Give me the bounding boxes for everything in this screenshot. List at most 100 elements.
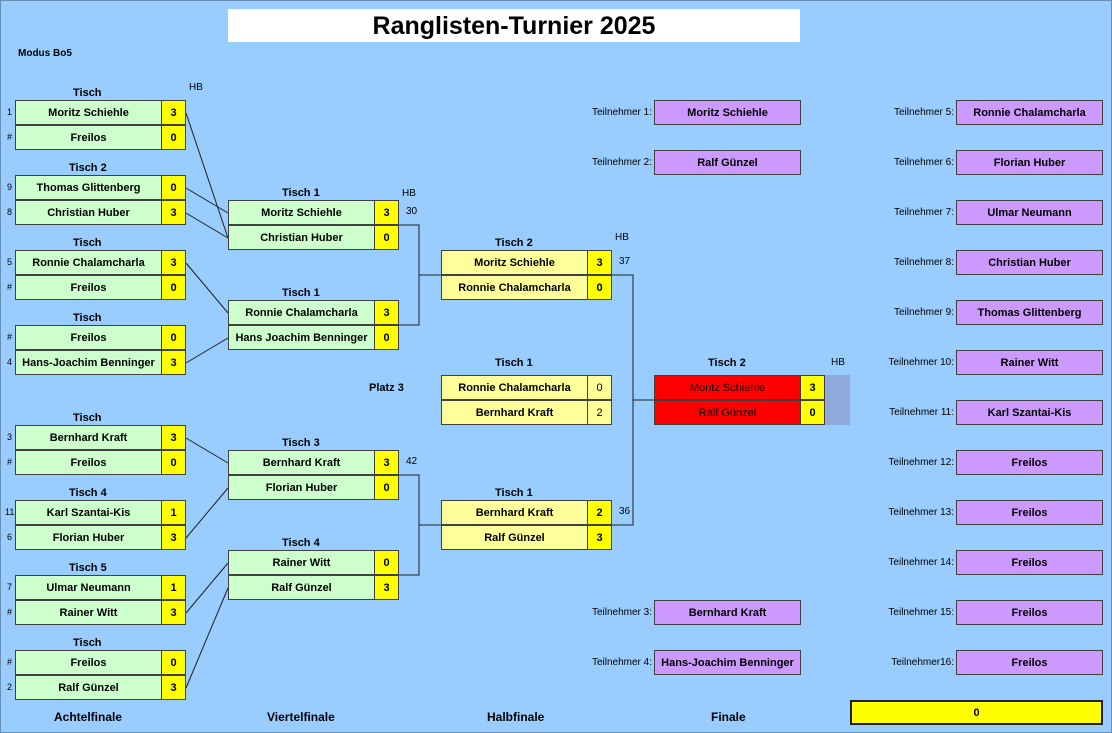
r16-player-cell[interactable]: Freilos [15,275,162,300]
qf-score-cell[interactable]: 3 [374,200,399,225]
sf-player-cell[interactable]: Moritz Schiehle [441,250,588,275]
sf-player-cell[interactable]: Ralf Günzel [441,525,588,550]
r16-player-cell[interactable]: Ulmar Neumann [15,575,162,600]
qf-player-cell[interactable]: Florian Huber [228,475,375,500]
participant-label: Teilnehmer 15: [888,607,954,618]
r16-player-cell[interactable]: Freilos [15,650,162,675]
final-score-cell[interactable]: 3 [800,375,825,400]
participant-cell[interactable]: Freilos [956,500,1103,525]
qf-score-cell[interactable]: 3 [374,450,399,475]
r16-score-cell[interactable]: 3 [161,100,186,125]
final-player-cell[interactable]: Ralf Günzel [654,400,801,425]
r16-score-cell[interactable]: 3 [161,525,186,550]
page-title[interactable]: Ranglisten-Turnier 2025 [228,9,800,42]
participant-cell[interactable]: Freilos [956,600,1103,625]
r16-player-cell[interactable]: Hans-Joachim Benninger [15,350,162,375]
participant-label: Teilnehmer 12: [888,457,954,468]
seed-label: # [6,457,12,467]
table-label: Tisch 4 [69,487,107,499]
r16-player-cell[interactable]: Ronnie Chalamcharla [15,250,162,275]
seed-label: 4 [6,357,12,367]
r16-player-cell[interactable]: Thomas Glittenberg [15,175,162,200]
participant-label: Teilnehmer16: [891,657,954,668]
seed-label: 11 [5,507,15,517]
r16-score-cell[interactable]: 0 [161,275,186,300]
sf-player-cell[interactable]: Bernhard Kraft [441,500,588,525]
connector-line [185,587,229,689]
participant-cell[interactable]: Florian Huber [956,150,1103,175]
participant-label: Teilnehmer 5: [893,107,954,118]
participant-cell[interactable]: Thomas Glittenberg [956,300,1103,325]
r16-player-cell[interactable]: Bernhard Kraft [15,425,162,450]
r16-player-cell[interactable]: Ralf Günzel [15,675,162,700]
r16-score-cell[interactable]: 0 [161,450,186,475]
platz3-player-cell[interactable]: Bernhard Kraft [441,400,588,425]
r16-score-cell[interactable]: 3 [161,425,186,450]
r16-score-cell[interactable]: 3 [161,600,186,625]
platz3-player-cell[interactable]: Ronnie Chalamcharla [441,375,588,400]
sf-score-cell[interactable]: 3 [587,525,612,550]
participant-label: Teilnehmer 11: [889,407,954,418]
r16-score-cell[interactable]: 3 [161,350,186,375]
r16-player-cell[interactable]: Rainer Witt [15,600,162,625]
hb-marker: HB [189,82,203,93]
participant-cell[interactable]: Christian Huber [956,250,1103,275]
qf-score-cell[interactable]: 0 [374,325,399,350]
participant-cell[interactable]: Rainer Witt [956,350,1103,375]
participant-cell[interactable]: Ulmar Neumann [956,200,1103,225]
seed-label: 2 [6,682,12,692]
final-score-cell[interactable]: 0 [800,400,825,425]
r16-score-cell[interactable]: 1 [161,575,186,600]
table-label: Tisch 1 [495,487,533,499]
qf-player-cell[interactable]: Ronnie Chalamcharla [228,300,375,325]
participant-cell[interactable]: Freilos [956,550,1103,575]
r16-player-cell[interactable]: Moritz Schiehle [15,100,162,125]
participant-cell[interactable]: Karl Szantai-Kis [956,400,1103,425]
participant-cell[interactable]: Bernhard Kraft [654,600,801,625]
r16-player-cell[interactable]: Freilos [15,450,162,475]
r16-score-cell[interactable]: 0 [161,325,186,350]
qf-score-cell[interactable]: 0 [374,475,399,500]
qf-player-cell[interactable]: Christian Huber [228,225,375,250]
connector-line [185,187,229,214]
participant-cell[interactable]: Ronnie Chalamcharla [956,100,1103,125]
qf-player-cell[interactable]: Ralf Günzel [228,575,375,600]
qf-player-cell[interactable]: Bernhard Kraft [228,450,375,475]
r16-player-cell[interactable]: Karl Szantai-Kis [15,500,162,525]
sf-score-cell[interactable]: 3 [587,250,612,275]
r16-score-cell[interactable]: 3 [161,200,186,225]
participant-cell[interactable]: Ralf Günzel [654,150,801,175]
r16-score-cell[interactable]: 0 [161,175,186,200]
platz3-score-cell[interactable]: 2 [587,400,612,425]
qf-player-cell[interactable]: Rainer Witt [228,550,375,575]
sf-score-cell[interactable]: 2 [587,500,612,525]
r16-score-cell[interactable]: 0 [161,650,186,675]
hb-marker: HB [615,232,629,243]
r16-score-cell[interactable]: 3 [161,675,186,700]
sf-player-cell[interactable]: Ronnie Chalamcharla [441,275,588,300]
r16-player-cell[interactable]: Freilos [15,125,162,150]
r16-score-cell[interactable]: 1 [161,500,186,525]
r16-player-cell[interactable]: Florian Huber [15,525,162,550]
r16-player-cell[interactable]: Freilos [15,325,162,350]
qf-player-cell[interactable]: Hans Joachim Benninger [228,325,375,350]
participant-cell[interactable]: Freilos [956,650,1103,675]
platz3-score-cell[interactable]: 0 [587,375,612,400]
seed-label: # [6,282,12,292]
table-label: Tisch [73,237,102,249]
sf-score-cell[interactable]: 0 [587,275,612,300]
qf-score-cell[interactable]: 3 [374,575,399,600]
r16-player-cell[interactable]: Christian Huber [15,200,162,225]
qf-score-cell[interactable]: 0 [374,550,399,575]
participant-cell[interactable]: Moritz Schiehle [654,100,801,125]
qf-player-cell[interactable]: Moritz Schiehle [228,200,375,225]
r16-score-cell[interactable]: 3 [161,250,186,275]
participant-cell[interactable]: Freilos [956,450,1103,475]
r16-score-cell[interactable]: 0 [161,125,186,150]
seed-label: 6 [6,532,12,542]
qf-score-cell[interactable]: 3 [374,300,399,325]
participant-cell[interactable]: Hans-Joachim Benninger [654,650,801,675]
total-cell[interactable]: 0 [850,700,1103,725]
qf-score-cell[interactable]: 0 [374,225,399,250]
final-player-cell[interactable]: Moritz Schiehle [654,375,801,400]
